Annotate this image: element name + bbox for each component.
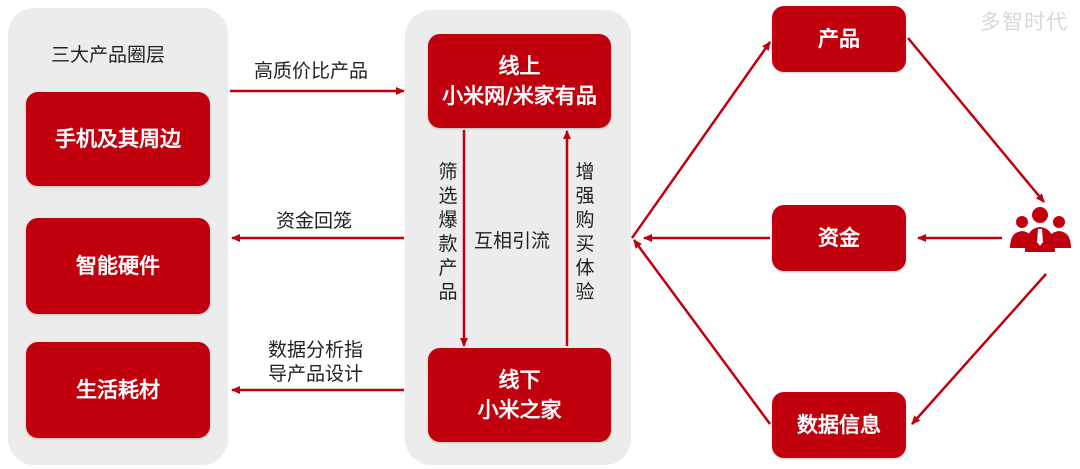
- users-group-icon: [1010, 207, 1071, 252]
- mutual-traffic-label: 互相引流: [474, 230, 551, 252]
- data-design-label-2: 导产品设计: [268, 363, 364, 385]
- arrow-users-to-data: [911, 273, 1047, 425]
- product-tiers-title: 三大产品圈层: [51, 44, 166, 66]
- funds-node: 资金: [772, 205, 906, 271]
- offline-channel-box: 线下 小米之家: [428, 348, 611, 442]
- product-node: 产品: [772, 6, 906, 72]
- product-node-label: 产品: [818, 26, 860, 51]
- data-info-node-label: 数据信息: [797, 412, 881, 437]
- arrow-hub-to-product: [630, 41, 772, 239]
- quality-products-label: 高质价比产品: [254, 60, 369, 82]
- offline-channel-name: 小米之家: [477, 397, 562, 422]
- arrow-product-to-users: [907, 37, 1045, 203]
- funds-return-label: 资金回笼: [276, 210, 353, 232]
- data-design-label-1: 数据分析指: [268, 339, 364, 361]
- tier-label-phones: 手机及其周边: [55, 126, 181, 151]
- online-channel-name: 小米网/米家有品: [442, 83, 597, 108]
- offline-channel-title: 线下: [498, 367, 541, 392]
- data-info-node: 数据信息: [772, 392, 906, 458]
- watermark-text: 多智时代: [980, 10, 1068, 34]
- tier-label-smart-hardware: 智能硬件: [76, 253, 160, 278]
- tier-box-consumables: 生活耗材: [26, 342, 210, 438]
- arrow-data-to-hub: [632, 239, 772, 425]
- filter-hits-label: 筛选爆款产品: [438, 161, 458, 303]
- tier-box-phones: 手机及其周边: [26, 92, 210, 186]
- tier-label-consumables: 生活耗材: [76, 377, 160, 402]
- enhance-experience-label: 增强购买体验: [575, 161, 595, 303]
- online-channel-title: 线上: [498, 53, 541, 78]
- online-channel-box: 线上 小米网/米家有品: [428, 34, 611, 128]
- funds-node-label: 资金: [818, 225, 860, 250]
- tier-box-smart-hardware: 智能硬件: [26, 218, 210, 314]
